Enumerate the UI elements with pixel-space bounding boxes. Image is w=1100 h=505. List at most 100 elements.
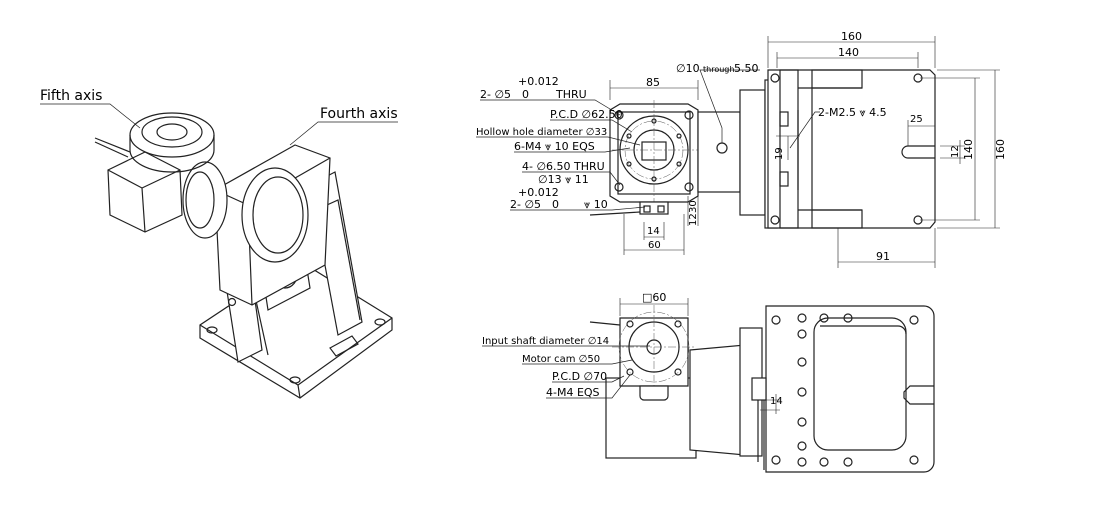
through-value: 5.50 bbox=[734, 62, 759, 75]
front-corner-hole bbox=[614, 182, 624, 192]
dim-140-side-line bbox=[920, 77, 980, 221]
front-connector-pin bbox=[643, 205, 651, 213]
hole-2-callout: 2- ∅5 bbox=[510, 198, 541, 211]
thru-holes-callout: 4- ∅6.50 THRU bbox=[522, 160, 605, 173]
iso-table-sides bbox=[129, 135, 215, 150]
dim-12-side-line bbox=[940, 140, 965, 164]
dim-60-line bbox=[623, 214, 685, 255]
hollow-callout: Hollow hole diameter ∅33 bbox=[476, 127, 607, 138]
iso-base-slot bbox=[329, 335, 359, 357]
leader-tap bbox=[514, 147, 631, 153]
m4-callout: 4-M4 EQS bbox=[546, 386, 600, 399]
plan-bolt-hole bbox=[797, 357, 807, 367]
plan-corner-hole bbox=[771, 455, 781, 465]
dim-14-front: 14 bbox=[647, 226, 660, 237]
leader-m4 bbox=[546, 374, 631, 399]
dim-160-top-line bbox=[767, 36, 936, 68]
plan-bolt-hole bbox=[819, 457, 829, 467]
bottom-view: □60 Input shaft diameter ∅14 Motor cam ∅… bbox=[482, 291, 763, 459]
pcd-callout: P.C.D ∅62.50 bbox=[550, 108, 623, 121]
front-cable bbox=[589, 211, 641, 216]
iso-base-hole bbox=[374, 318, 386, 326]
tol-2-lower: 0 bbox=[552, 198, 559, 211]
plan-holes bbox=[771, 313, 919, 467]
dim-85-line bbox=[609, 80, 699, 100]
front-connector bbox=[639, 201, 669, 215]
bottom-cable bbox=[589, 321, 621, 326]
plan-side-block bbox=[751, 377, 767, 401]
iso-hollow-hole-inner bbox=[252, 176, 304, 254]
isometric-view: Fifth axis Fourth axis bbox=[40, 88, 398, 399]
through-prefix: ∅10 bbox=[676, 62, 700, 75]
dim-160-top: 160 bbox=[841, 30, 862, 43]
front-connector-pin bbox=[657, 205, 665, 213]
plan-corner-hole bbox=[909, 315, 919, 325]
thread-callout-text: 2-M2.5 ⩔ 4.5 bbox=[818, 106, 887, 119]
plan-view: 14 bbox=[751, 305, 935, 473]
front-tap-hole bbox=[626, 161, 632, 167]
front-tap-hole bbox=[626, 133, 632, 139]
dim-14-plan-line bbox=[760, 394, 780, 414]
plan-bolt-hole bbox=[797, 417, 807, 427]
fifth-axis-label: Fifth axis bbox=[40, 88, 102, 104]
side-small-rect bbox=[779, 111, 789, 127]
leader-thru-holes bbox=[522, 171, 621, 186]
dim-160-side: 160 bbox=[994, 139, 1007, 160]
plan-bolt-hole bbox=[797, 313, 807, 323]
through-word: through bbox=[703, 65, 734, 74]
side-view: ∅10 through 5.50 160 140 25 19 2-M2.5 ⩔ … bbox=[676, 30, 1007, 268]
plan-inner-pocket bbox=[813, 317, 907, 451]
plan-pocket-lip bbox=[820, 325, 907, 335]
cbore-callout: ∅13 ⩔ 11 bbox=[538, 173, 589, 186]
front-tap-hole bbox=[676, 161, 682, 167]
dim-160-side-line bbox=[937, 69, 1000, 229]
fifth-axis-leader bbox=[40, 103, 141, 129]
plan-outer-plate bbox=[765, 305, 935, 473]
leader-pcd bbox=[550, 119, 633, 133]
leader-thru bbox=[480, 99, 621, 116]
dim-12-front: 12 bbox=[688, 213, 699, 226]
leader-pcd70 bbox=[552, 375, 625, 383]
tol-1-upper: +0.012 bbox=[518, 75, 559, 88]
iso-cable bbox=[94, 137, 131, 153]
side-flange bbox=[739, 89, 766, 216]
plan-corner-hole bbox=[771, 315, 781, 325]
iso-cable bbox=[94, 141, 129, 158]
plan-bolt-hole bbox=[797, 441, 807, 451]
dim-25: 25 bbox=[910, 114, 923, 125]
plan-cable bbox=[757, 400, 765, 470]
front-centerlines bbox=[612, 100, 700, 205]
square-60-label: □60 bbox=[642, 291, 666, 304]
iso-base-hole bbox=[206, 326, 218, 334]
pcd70-callout: P.C.D ∅70 bbox=[552, 370, 607, 383]
plan-bolt-hole bbox=[797, 329, 807, 339]
dim-91: 91 bbox=[876, 250, 890, 263]
iso-table-ring bbox=[141, 116, 203, 148]
tol-2-upper: +0.012 bbox=[518, 186, 559, 199]
side-small-rect bbox=[779, 171, 789, 187]
dim-30-front: 30 bbox=[688, 200, 699, 213]
fourth-axis-leader bbox=[289, 121, 398, 146]
dim-140-side: 140 bbox=[962, 139, 975, 160]
iso-table-bottom bbox=[129, 149, 215, 173]
iso-base-hole bbox=[289, 376, 301, 384]
plan-bolt-hole bbox=[819, 313, 829, 323]
front-tap-hole bbox=[651, 176, 657, 182]
bottom-centerlines bbox=[612, 305, 696, 392]
bottom-m4-hole bbox=[674, 368, 682, 376]
motor-cam-callout: Motor cam ∅50 bbox=[522, 354, 600, 365]
side-slot bbox=[901, 145, 935, 159]
input-shaft-callout: Input shaft diameter ∅14 bbox=[482, 336, 609, 347]
dim-square-60-line bbox=[619, 298, 689, 316]
plan-bolt-hole bbox=[797, 387, 807, 397]
dim-14-plan: 14 bbox=[770, 396, 783, 407]
plan-bolt-hole bbox=[843, 313, 853, 323]
iso-gearbox-edges bbox=[107, 169, 181, 233]
iso-hollow-hole bbox=[241, 167, 309, 263]
dim-140-top: 140 bbox=[838, 46, 859, 59]
dim-14-line bbox=[643, 222, 665, 240]
dim-91-line bbox=[837, 228, 936, 268]
iso-disk-inner bbox=[185, 171, 215, 229]
dim-60-front: 60 bbox=[648, 240, 661, 251]
